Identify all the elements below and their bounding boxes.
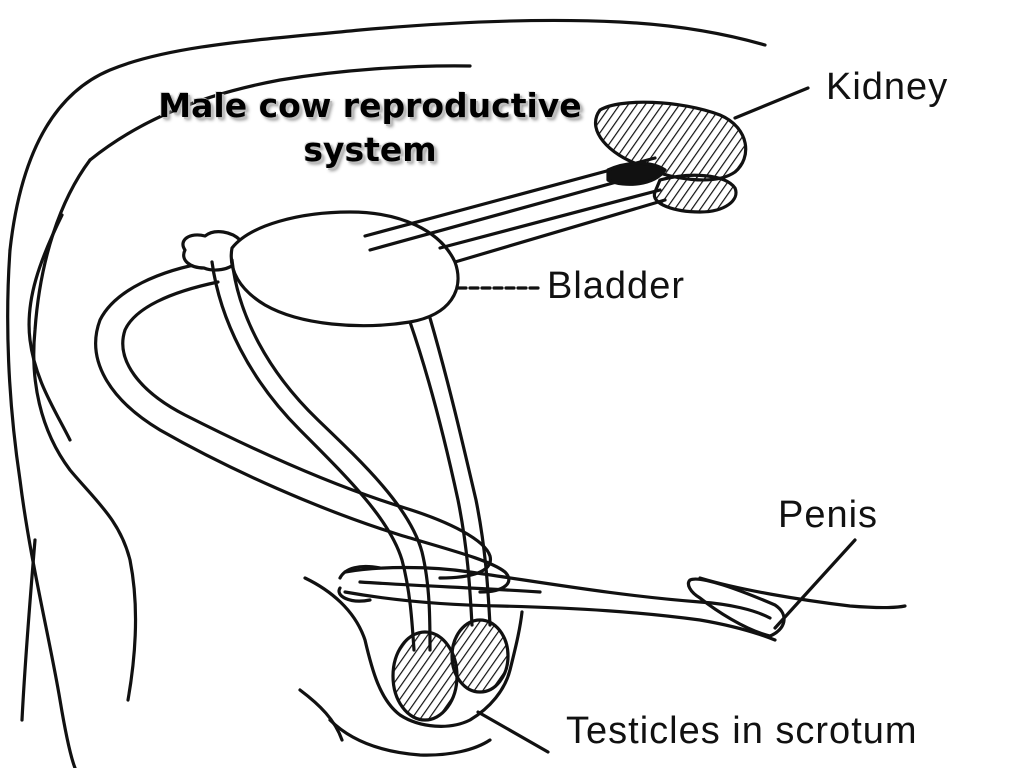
urethra-loop-outer xyxy=(94,260,511,594)
belly-right xyxy=(698,576,907,610)
rear-leg-outer xyxy=(6,248,77,768)
body-outline-back xyxy=(8,18,767,252)
thigh-line xyxy=(27,213,72,442)
belly-line xyxy=(20,538,37,722)
leader-kidney xyxy=(733,86,810,120)
kidney-lower xyxy=(652,173,738,214)
scrotum-left xyxy=(298,688,344,742)
rear-leg-inner xyxy=(32,158,138,702)
scrotum-lower xyxy=(328,718,492,757)
kidney-upper xyxy=(593,100,748,182)
scrotum-outline xyxy=(303,576,524,728)
vas-deferens-1b xyxy=(230,258,432,652)
penis-shaft-bottom xyxy=(343,590,777,642)
kidney-hilum xyxy=(606,161,667,186)
body-outline-inner xyxy=(88,64,472,162)
ureter-4 xyxy=(453,198,667,264)
penis-sigmoid xyxy=(337,564,382,603)
prepuce xyxy=(686,577,786,638)
label-testicles: Testicles in scrotum xyxy=(566,710,918,752)
penis-shaft-top xyxy=(343,565,772,620)
testicle-right xyxy=(450,618,510,694)
ureter-3 xyxy=(438,188,662,250)
diagram-title: Male cow reproductive system xyxy=(158,86,582,169)
bladder xyxy=(229,210,460,328)
label-bladder: Bladder xyxy=(547,265,685,307)
label-penis: Penis xyxy=(778,494,879,536)
label-kidney: Kidney xyxy=(826,66,949,108)
vas-deferens-1 xyxy=(210,260,416,652)
leader-testicles xyxy=(476,710,550,754)
testicle-left xyxy=(391,630,459,722)
leader-penis xyxy=(773,538,857,630)
penis-shaft-mid xyxy=(358,580,542,594)
ureter-2 xyxy=(368,168,662,252)
urethra-loop-inner xyxy=(121,280,492,580)
